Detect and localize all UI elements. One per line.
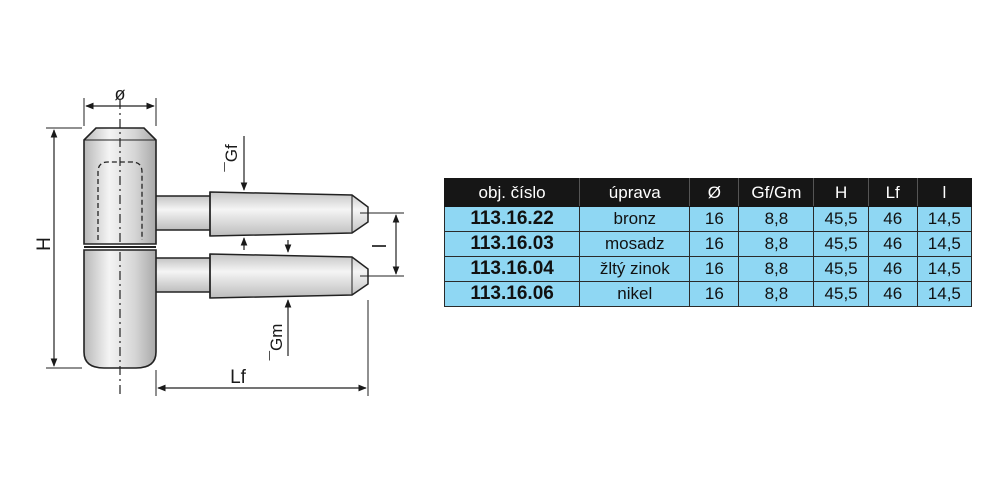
cell-diameter: 16 bbox=[689, 231, 740, 257]
header-code: obj. číslo bbox=[443, 178, 581, 207]
cell-code: 113.16.03 bbox=[443, 231, 581, 257]
cell-diameter: 16 bbox=[689, 256, 740, 282]
cell-diameter: 16 bbox=[689, 206, 740, 232]
cell-l: 14,5 bbox=[916, 256, 973, 282]
table-row: 113.16.03 mosadz 16 8,8 45,5 46 14,5 bbox=[443, 231, 973, 257]
cell-gf-gm: 8,8 bbox=[738, 281, 815, 307]
cell-code: 113.16.04 bbox=[443, 256, 581, 282]
cell-diameter: 16 bbox=[689, 281, 740, 307]
upper-knuckle bbox=[83, 127, 157, 245]
cell-l: 14,5 bbox=[916, 231, 973, 257]
cell-finish: nikel bbox=[579, 281, 691, 307]
cell-gf-gm: 8,8 bbox=[738, 256, 815, 282]
spec-table: obj. číslo úprava Ø Gf/Gm H Lf l 113.16.… bbox=[443, 178, 973, 307]
cell-l: 14,5 bbox=[916, 206, 973, 232]
table-row: 113.16.04 žltý zinok 16 8,8 45,5 46 14,5 bbox=[443, 256, 973, 282]
length-label: Lf bbox=[230, 367, 247, 388]
gm-label: ¯Gm bbox=[267, 324, 286, 362]
header-l: l bbox=[916, 178, 973, 207]
length-dimension: Lf bbox=[155, 300, 369, 396]
header-gf-gm: Gf/Gm bbox=[738, 178, 815, 207]
header-diameter: Ø bbox=[689, 178, 740, 207]
cell-lf: 46 bbox=[867, 231, 918, 257]
table-row: 113.16.22 bronz 16 8,8 45,5 46 14,5 bbox=[443, 206, 973, 232]
diameter-dimension: ø bbox=[83, 84, 157, 126]
lower-pin bbox=[149, 253, 369, 299]
cell-finish: mosadz bbox=[579, 231, 691, 257]
spacing-dimension: l bbox=[360, 212, 404, 277]
table-row: 113.16.06 nikel 16 8,8 45,5 46 14,5 bbox=[443, 281, 973, 307]
cell-h: 45,5 bbox=[813, 256, 869, 282]
gm-dimension: ¯Gm bbox=[267, 240, 292, 362]
cell-h: 45,5 bbox=[813, 231, 869, 257]
cell-finish: bronz bbox=[579, 206, 691, 232]
cell-finish: žltý zinok bbox=[579, 256, 691, 282]
cell-gf-gm: 8,8 bbox=[738, 231, 815, 257]
height-label: H bbox=[34, 237, 55, 251]
cell-gf-gm: 8,8 bbox=[738, 206, 815, 232]
upper-pin bbox=[149, 191, 369, 237]
cell-h: 45,5 bbox=[813, 281, 869, 307]
height-dimension: H bbox=[34, 127, 82, 369]
header-h: H bbox=[813, 178, 869, 207]
cell-code: 113.16.22 bbox=[443, 206, 581, 232]
diameter-label: ø bbox=[115, 84, 126, 104]
cell-lf: 46 bbox=[867, 281, 918, 307]
spacing-label: l bbox=[370, 244, 391, 248]
gf-dimension: ¯Gf bbox=[222, 136, 248, 250]
cell-code: 113.16.06 bbox=[443, 281, 581, 307]
header-lf: Lf bbox=[867, 178, 918, 207]
cell-lf: 46 bbox=[867, 206, 918, 232]
cell-lf: 46 bbox=[867, 256, 918, 282]
header-finish: úprava bbox=[579, 178, 691, 207]
cell-h: 45,5 bbox=[813, 206, 869, 232]
table-header-row: obj. číslo úprava Ø Gf/Gm H Lf l bbox=[443, 178, 973, 207]
cell-l: 14,5 bbox=[916, 281, 973, 307]
gf-label: ¯Gf bbox=[222, 144, 241, 173]
